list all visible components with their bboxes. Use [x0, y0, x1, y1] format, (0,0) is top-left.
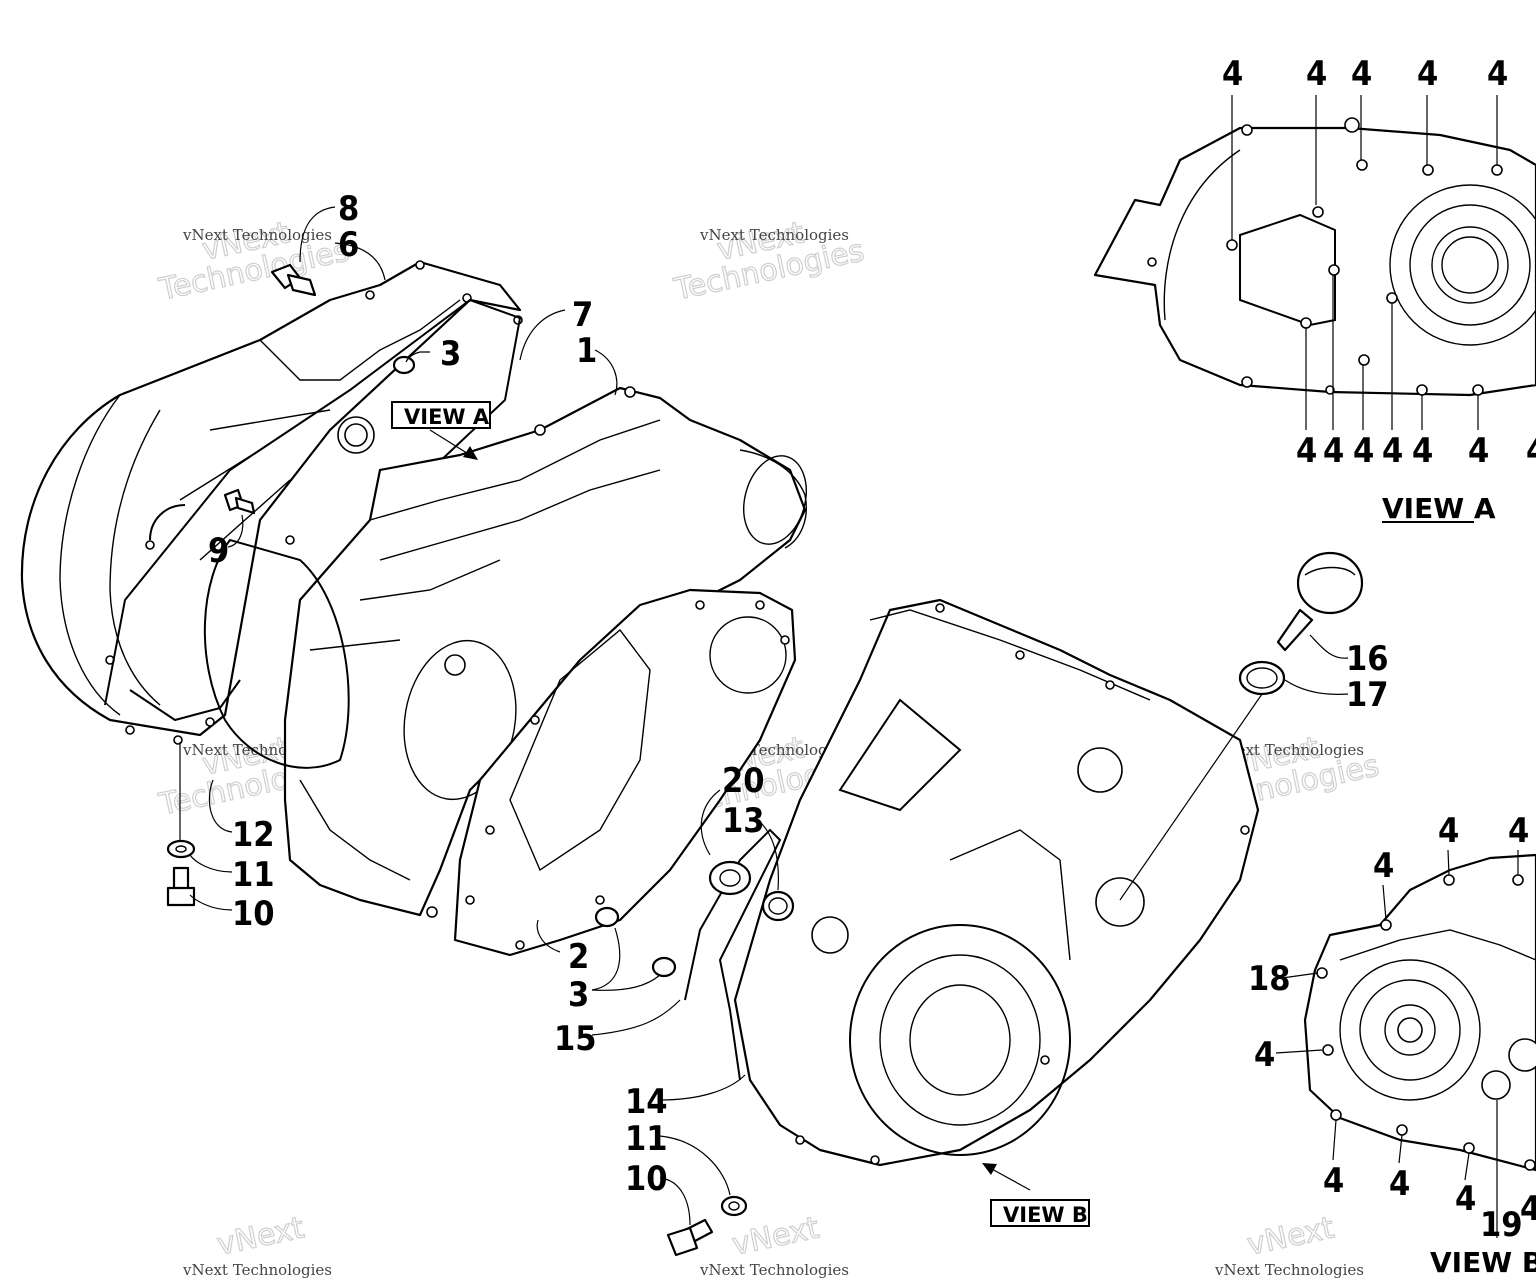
svg-text:VIEW B: VIEW B — [1003, 1203, 1088, 1227]
watermark: vNext Technologies — [670, 215, 868, 309]
callout-8: 8 — [338, 189, 359, 229]
o-ring-17 — [1238, 660, 1286, 696]
view-arrows — [429, 429, 1031, 1191]
dowel-3 — [392, 355, 416, 375]
callout-4: 4 — [1417, 54, 1438, 94]
callout-4: 4 — [1487, 54, 1508, 94]
callout-20: 20 — [722, 761, 765, 801]
watermark: vNext — [1244, 1210, 1338, 1264]
callout-4: 4 — [1520, 1189, 1536, 1229]
callout-19: 19 — [1480, 1205, 1523, 1245]
watermark-text: vNext Technologies — [1214, 1261, 1364, 1279]
center-gasket — [453, 588, 797, 957]
callout-10: 10 — [625, 1159, 668, 1199]
svg-text:vNext: vNext — [214, 1210, 307, 1263]
callout-4: 4 — [1254, 1035, 1275, 1075]
watermark-text: vNext Technologies — [182, 1261, 332, 1279]
watermark-text: vNext Technologies — [1214, 741, 1364, 759]
callout-4: 4 — [1351, 54, 1372, 94]
view-b-detail — [1303, 853, 1536, 1172]
callout-4: 4 — [1323, 431, 1344, 471]
callout-3: 3 — [440, 334, 461, 374]
leader-lines — [179, 95, 1519, 1238]
clutch-cover-outer — [20, 260, 523, 745]
callout-4: 4 — [1306, 54, 1327, 94]
washer-11-bottom — [720, 1195, 748, 1217]
callout-17: 17 — [1346, 675, 1389, 715]
callout-numbers: 8 6 7 1 3 9 12 11 10 20 13 2 3 15 14 11 … — [208, 54, 1536, 1245]
callout-16: 16 — [1346, 639, 1389, 679]
watermark-text: vNext Technologies — [699, 226, 849, 244]
watermark: vNext — [214, 1210, 308, 1264]
svg-text:vNext: vNext — [729, 1210, 822, 1263]
callout-7: 7 — [572, 295, 593, 335]
callout-4: 4 — [1438, 811, 1459, 851]
washer-11-left — [166, 839, 196, 859]
callout-4: 4 — [1389, 1164, 1410, 1204]
crankcase-cover-right — [733, 598, 1260, 1167]
callout-2: 2 — [568, 937, 589, 977]
callout-4: 4 — [1222, 54, 1243, 94]
view-b-tag: VIEW B — [990, 1199, 1090, 1227]
callout-4: 4 — [1455, 1179, 1476, 1219]
callout-13: 13 — [722, 801, 765, 841]
callout-4: 4 — [1382, 431, 1403, 471]
plug-20 — [708, 860, 752, 896]
view-a-detail — [1093, 117, 1536, 397]
callout-4: 4 — [1412, 431, 1433, 471]
watermark-text: vNext Technologies — [699, 1261, 849, 1279]
o-ring-13 — [761, 890, 795, 922]
callout-4: 4 — [1296, 431, 1317, 471]
gasket-15 — [684, 828, 782, 1081]
dowels-3-lower — [594, 906, 677, 978]
svg-text:VIEW A: VIEW A — [404, 405, 490, 429]
callout-3: 3 — [568, 975, 589, 1015]
callout-15: 15 — [554, 1019, 597, 1059]
callout-14: 14 — [625, 1082, 668, 1122]
dipstick-16 — [1276, 551, 1364, 652]
watermark-text: vNext Technologies — [182, 226, 332, 244]
callout-4: 4 — [1468, 431, 1489, 471]
callout-9: 9 — [208, 531, 229, 571]
watermark: vNext Technologies — [155, 215, 353, 309]
callout-11: 11 — [625, 1119, 668, 1159]
stud-9 — [223, 488, 256, 515]
callout-4: 4 — [1323, 1161, 1344, 1201]
bolt-10-left — [166, 866, 196, 907]
svg-text:vNext: vNext — [1244, 1210, 1337, 1263]
crankcase-housing — [203, 386, 807, 918]
callout-12: 12 — [232, 815, 275, 855]
view-b-heading: VIEW B — [1430, 1246, 1536, 1279]
callout-18: 18 — [1248, 959, 1291, 999]
view-a-heading: VIEW A — [1382, 492, 1496, 525]
callout-6: 6 — [338, 225, 359, 265]
callout-1: 1 — [576, 331, 597, 371]
callout-4: 4 — [1353, 431, 1374, 471]
callout-4: 4 — [1508, 811, 1529, 851]
watermark: vNext — [729, 1210, 823, 1264]
bolt-10-bottom — [666, 1218, 714, 1257]
callout-10: 10 — [232, 894, 275, 934]
gasket-7 — [104, 298, 522, 706]
callout-4: 4 — [1373, 846, 1394, 886]
callout-4: 4 — [1526, 431, 1536, 471]
view-a-tag: VIEW A — [391, 401, 491, 429]
bolt-8 — [270, 263, 317, 297]
callout-11: 11 — [232, 855, 275, 895]
